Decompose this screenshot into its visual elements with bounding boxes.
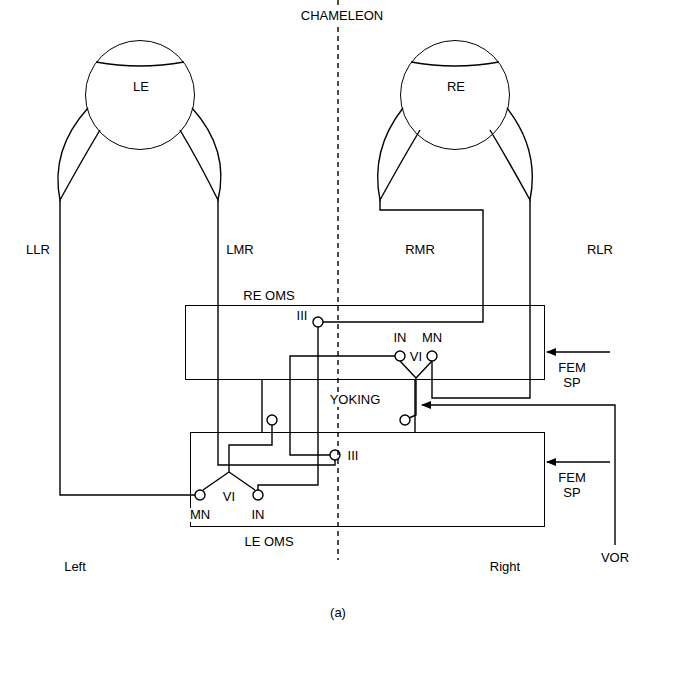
neuron [253,490,263,500]
text-label: III [296,309,309,324]
input-arrow [422,405,615,545]
text-label: CHAMELEON [300,9,384,24]
axon [203,425,272,490]
input-arrow [547,461,610,462]
neuron [267,415,277,425]
muscle [58,108,100,200]
neuron [427,351,437,361]
nucleus-box: LE OMS [190,432,545,527]
nerve [323,200,483,322]
neuron [395,351,405,361]
text-label: Left [63,560,87,575]
neuron [313,317,323,327]
muscle [180,108,221,200]
cornea [411,62,499,66]
neuron [330,450,340,460]
text-label: III [347,449,360,464]
muscle [490,108,532,200]
text-label: IN [251,508,266,523]
text-label: RMR [404,243,436,258]
nerve [60,200,195,495]
text-label: VI [222,490,236,505]
axon [400,361,432,418]
input-arrow [547,351,610,352]
text-label: RLR [586,243,614,258]
eye-circle: LE [85,40,195,150]
text-label: Right [489,560,521,575]
midline [337,0,338,560]
nucleus-box: RE OMS [185,305,545,380]
node-label: LE [132,80,150,95]
text-label: IN [393,331,408,346]
neuron [195,490,205,500]
text-label: YOKING [329,393,382,408]
text-label: LMR [225,243,254,258]
node-label: RE OMS [242,289,295,304]
cornea [96,62,184,66]
eye-circle: RE [400,40,510,150]
yoking-wall [261,380,262,432]
text-label: MN [189,508,211,523]
axon [258,327,318,490]
text-label: VOR [600,551,630,566]
node-label: RE [446,80,466,95]
text-label: FEM SP [553,361,591,391]
axon [290,356,395,455]
neuron [400,415,410,425]
text-label: LLR [25,243,51,258]
text-label: VI [409,350,423,365]
text-label: (a) [329,606,347,621]
text-label: FEM SP [553,471,591,501]
node-label: LE OMS [243,535,294,550]
yoking-wall [414,380,415,432]
muscle [378,108,420,200]
nerve [432,200,530,398]
text-label: MN [421,331,443,346]
